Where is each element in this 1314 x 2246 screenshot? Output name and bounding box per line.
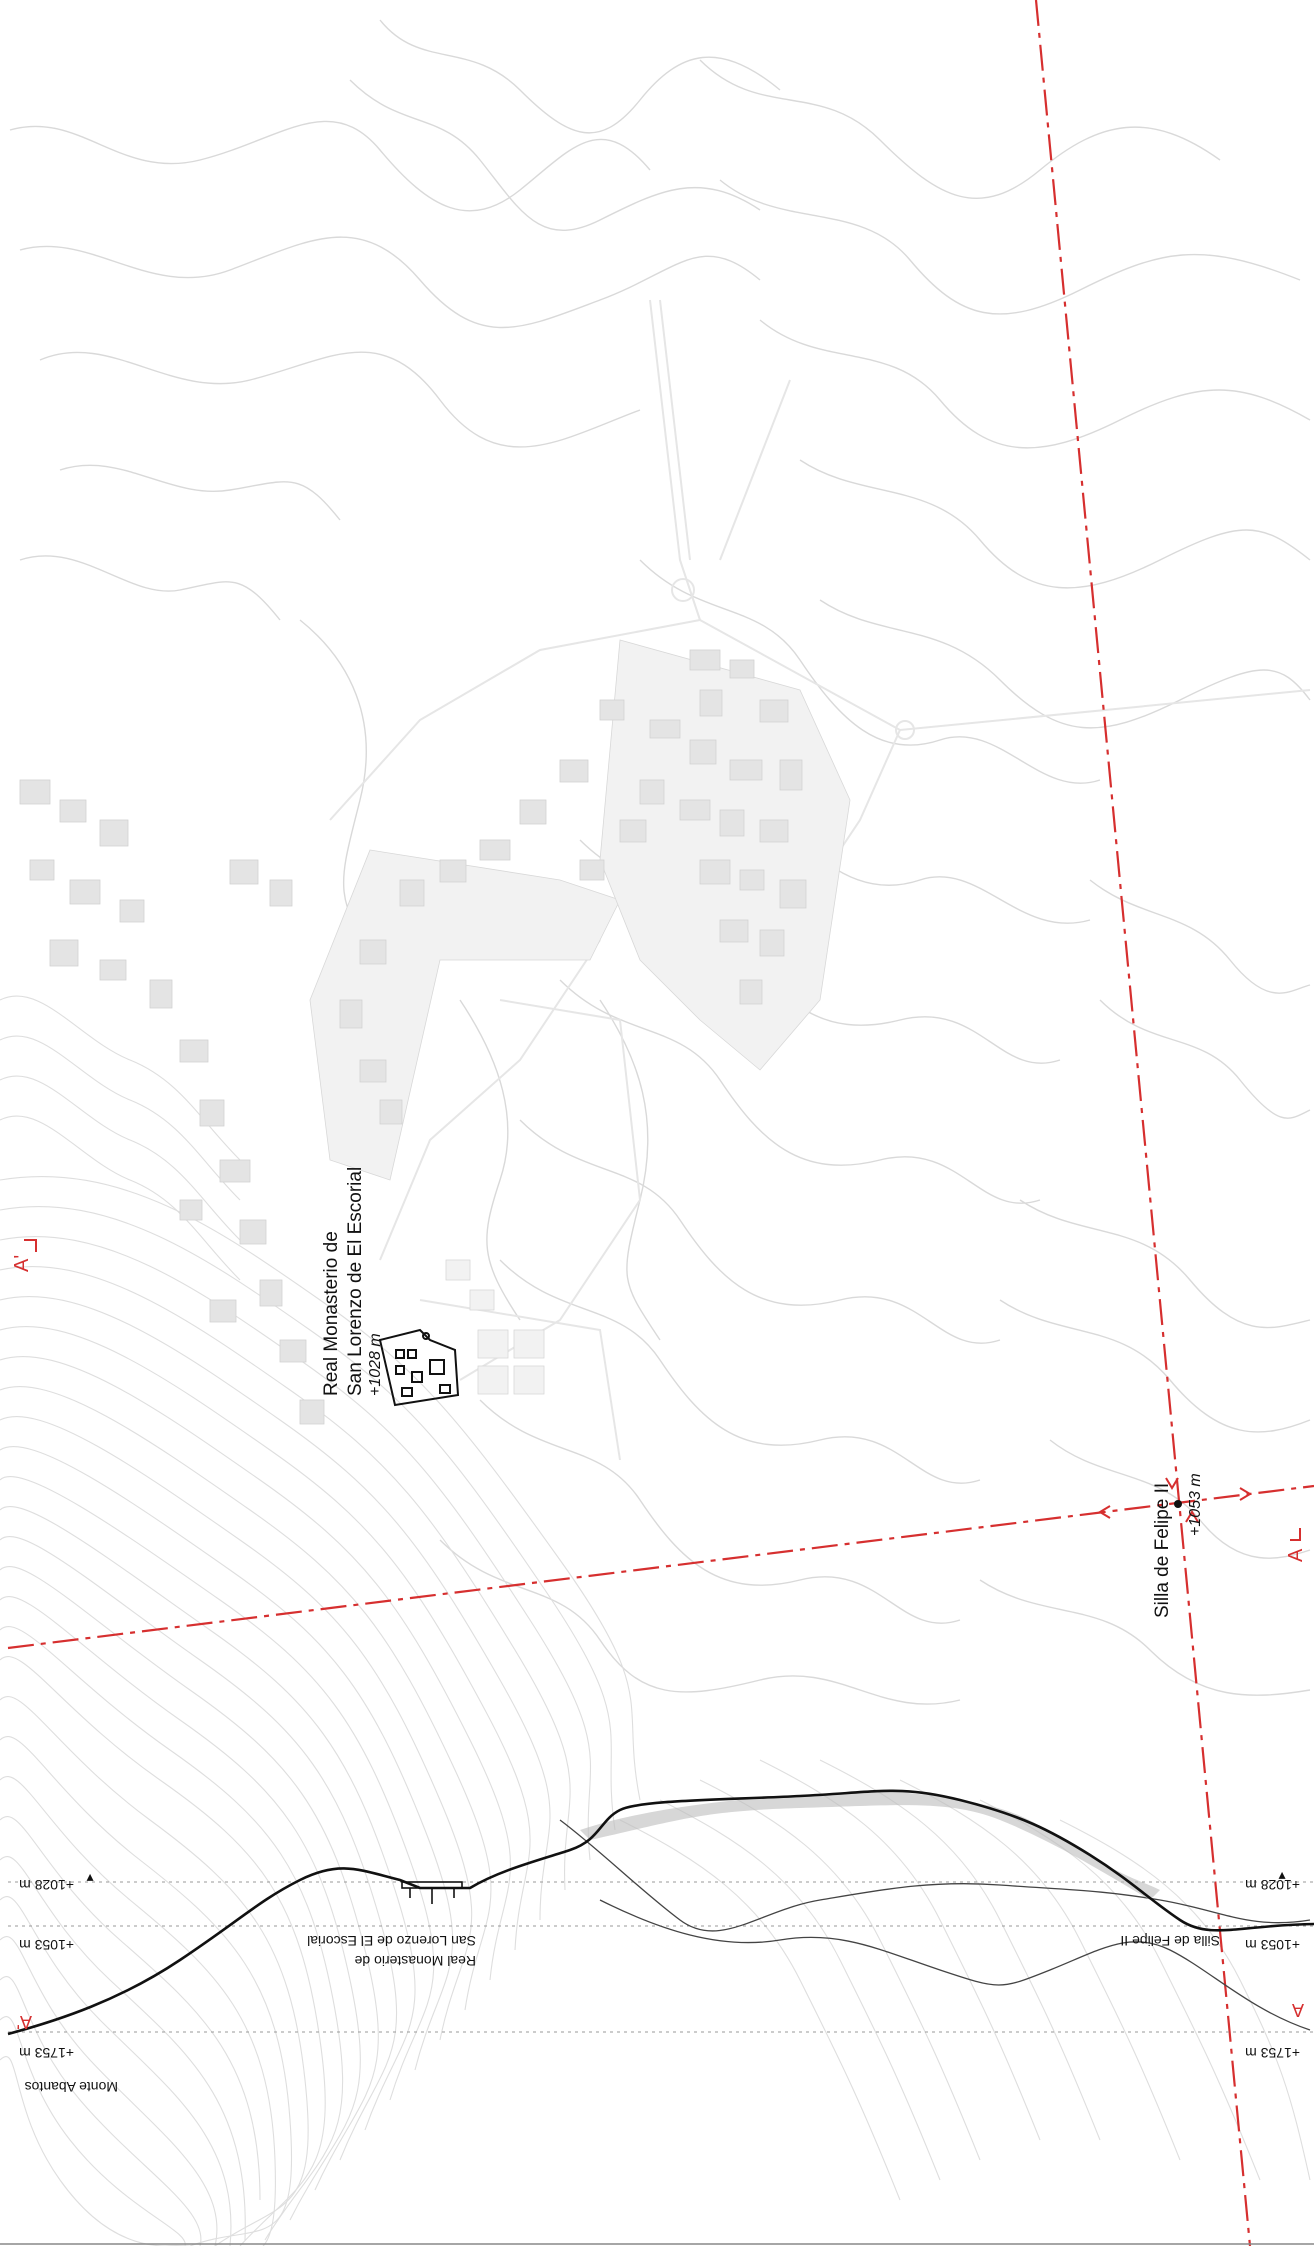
profile-label-monastery-2: San Lorenzo de El Escorial bbox=[307, 1933, 476, 1949]
silla-marker bbox=[1174, 1500, 1182, 1508]
urban-area bbox=[19, 639, 851, 1425]
monastery-name-line2: San Lorenzo de El Escorial bbox=[345, 1167, 366, 1396]
svg-text:▼: ▼ bbox=[1276, 1869, 1288, 1883]
svg-text:▼: ▼ bbox=[84, 1871, 96, 1885]
profile-secondary-2 bbox=[599, 1899, 1311, 2031]
silla-elevation: +1053 m bbox=[1187, 1473, 1204, 1536]
section-line-vertical bbox=[1034, 0, 1252, 2246]
section-marker-a: A bbox=[1285, 1528, 1307, 1562]
profile-label-monte: Monte Abantos bbox=[25, 2079, 118, 2095]
ref-label-1753-right: +1753 m bbox=[1245, 2045, 1300, 2061]
marker-a-label: A bbox=[1285, 1548, 1307, 1562]
section-lines bbox=[7, 0, 1314, 2246]
urban-blocks-west bbox=[19, 779, 325, 1425]
marker-a-prime-label: A' bbox=[11, 1255, 33, 1272]
ref-label-1028-left: +1028 m bbox=[19, 1877, 74, 1893]
ref-label-1053-right: +1053 m bbox=[1245, 1937, 1300, 1953]
monastery-gardens bbox=[445, 1259, 545, 1395]
section-line-cross bbox=[7, 1484, 1314, 1650]
monastery-label: Real Monasterio de San Lorenzo de El Esc… bbox=[321, 1167, 384, 1396]
profile-main-line bbox=[7, 1789, 1314, 2036]
profile-label-monastery-1: Real Monasterio de bbox=[354, 1953, 476, 1969]
ref-label-1028-right: +1028 m bbox=[1245, 1877, 1300, 1893]
profile-secondary-1 bbox=[559, 1819, 1311, 1932]
silla-label: Silla de Felipe II +1053 m bbox=[1152, 1473, 1204, 1618]
monastery-name-line1: Real Monasterio de bbox=[321, 1231, 342, 1396]
profile-marker-a: A bbox=[1292, 2000, 1304, 2020]
monastery-footprint bbox=[378, 1328, 460, 1407]
ref-label-1053-left: +1053 m bbox=[19, 1937, 74, 1953]
monastery-profile-symbol bbox=[401, 1881, 463, 1904]
profile-marker-a-prime: A' bbox=[17, 2012, 32, 2032]
monastery-elevation: +1028 m bbox=[367, 1333, 384, 1396]
urban-blocks-center bbox=[339, 649, 807, 1125]
section-profile: +1028 m +1053 m +1753 m +1028 m +1053 m … bbox=[7, 1789, 1314, 2095]
ref-label-1753-left: +1753 m bbox=[19, 2045, 74, 2061]
road-network bbox=[329, 299, 1311, 1461]
section-marker-a-prime: A' bbox=[11, 1239, 37, 1272]
profile-label-silla: Silla de Felipe II bbox=[1120, 1933, 1220, 1949]
silla-name: Silla de Felipe II bbox=[1152, 1483, 1173, 1618]
contour-lines-dense bbox=[0, 995, 1311, 2246]
